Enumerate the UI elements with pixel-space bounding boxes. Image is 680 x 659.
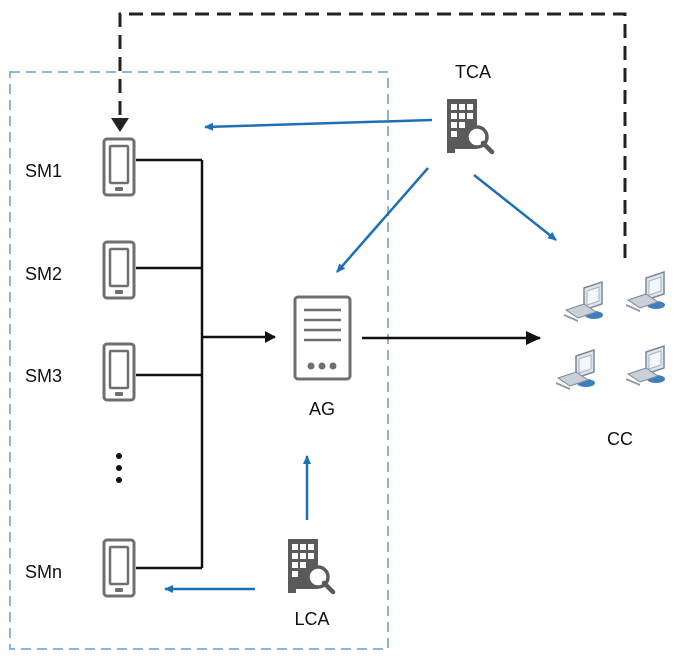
tablet-icon [102, 342, 136, 402]
sm1-label: SM1 [25, 161, 62, 181]
tablet-icon [102, 240, 136, 300]
local-certificate-authority: LCA [288, 539, 333, 629]
tca-to-sm1-arrow [204, 118, 433, 131]
sm3-label: SM3 [25, 366, 62, 386]
computer-network-icon [555, 271, 666, 391]
cc-label: CC [607, 429, 633, 449]
smart-meter-3: SM3 [25, 342, 136, 402]
lca-label: LCA [294, 609, 329, 629]
ellipsis [116, 453, 122, 483]
smart-meter-2: SM2 [25, 240, 136, 300]
building-search-icon [447, 99, 492, 153]
smart-meter-1: SM1 [25, 137, 136, 197]
tablet-icon [102, 538, 136, 598]
cc-to-sm1-dashed-link [118, 12, 627, 258]
building-search-icon [288, 539, 333, 593]
tablet-icon [102, 137, 136, 197]
server-icon [293, 295, 352, 381]
tca-label: TCA [455, 62, 491, 82]
ag-label: AG [309, 399, 335, 419]
smart-meter-n: SMn [25, 538, 136, 598]
meter-bus [136, 158, 204, 570]
local-area-boundary [9, 71, 389, 650]
cc-to-sm1-arrowhead [111, 118, 129, 132]
tca-to-ag-arrow [336, 167, 429, 273]
tca-to-cc-arrow [473, 174, 557, 241]
sm2-label: SM2 [25, 264, 62, 284]
smn-label: SMn [25, 562, 62, 582]
control-center: CC [555, 271, 666, 449]
aggregator-server: AG [293, 295, 352, 419]
trusted-certificate-authority: TCA [447, 62, 492, 153]
